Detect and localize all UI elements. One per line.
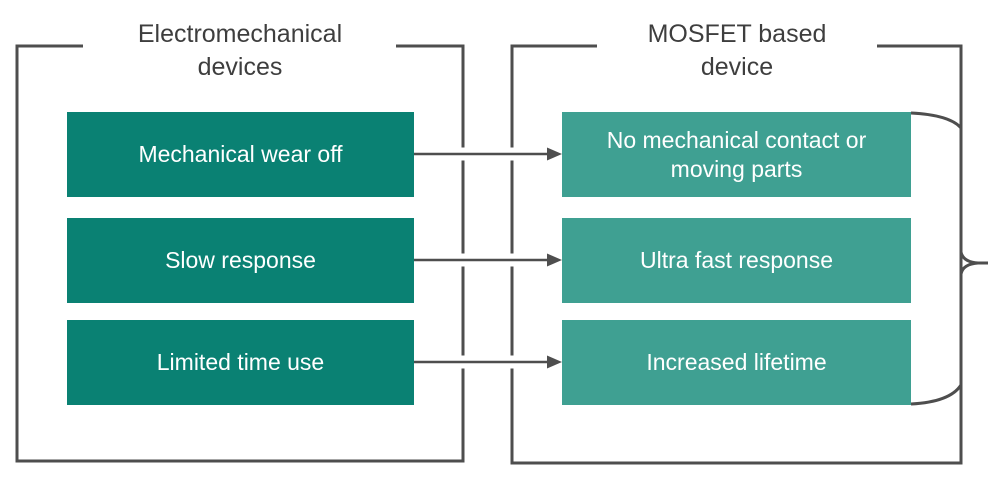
- arrow-head-icon: [547, 355, 562, 369]
- left-group-bracket: [15, 44, 465, 463]
- left-item-mechanical-wear-off: Mechanical wear off: [67, 112, 414, 197]
- arrow-head-icon: [547, 253, 562, 267]
- left-item-limited-time-use: Limited time use: [67, 320, 414, 405]
- right-group-bracket: [510, 44, 963, 465]
- arrow-mechanical-wear-to-no-contact: [414, 147, 562, 161]
- right-item-ultra-fast-response: Ultra fast response: [562, 218, 911, 303]
- summary-brace: [910, 111, 988, 406]
- right-item-no-mechanical-contact: No mechanical contact or moving parts: [562, 112, 911, 197]
- arrow-limited-time-to-increased-lifetime: [414, 355, 562, 369]
- left-item-slow-response: Slow response: [67, 218, 414, 303]
- arrow-head-icon: [547, 147, 562, 161]
- right-item-increased-lifetime: Increased lifetime: [562, 320, 911, 405]
- arrow-slow-response-to-ultra-fast: [414, 253, 562, 267]
- right-group-title: MOSFET based device: [647, 20, 827, 81]
- left-group-title: Electromechanical devices: [137, 20, 343, 81]
